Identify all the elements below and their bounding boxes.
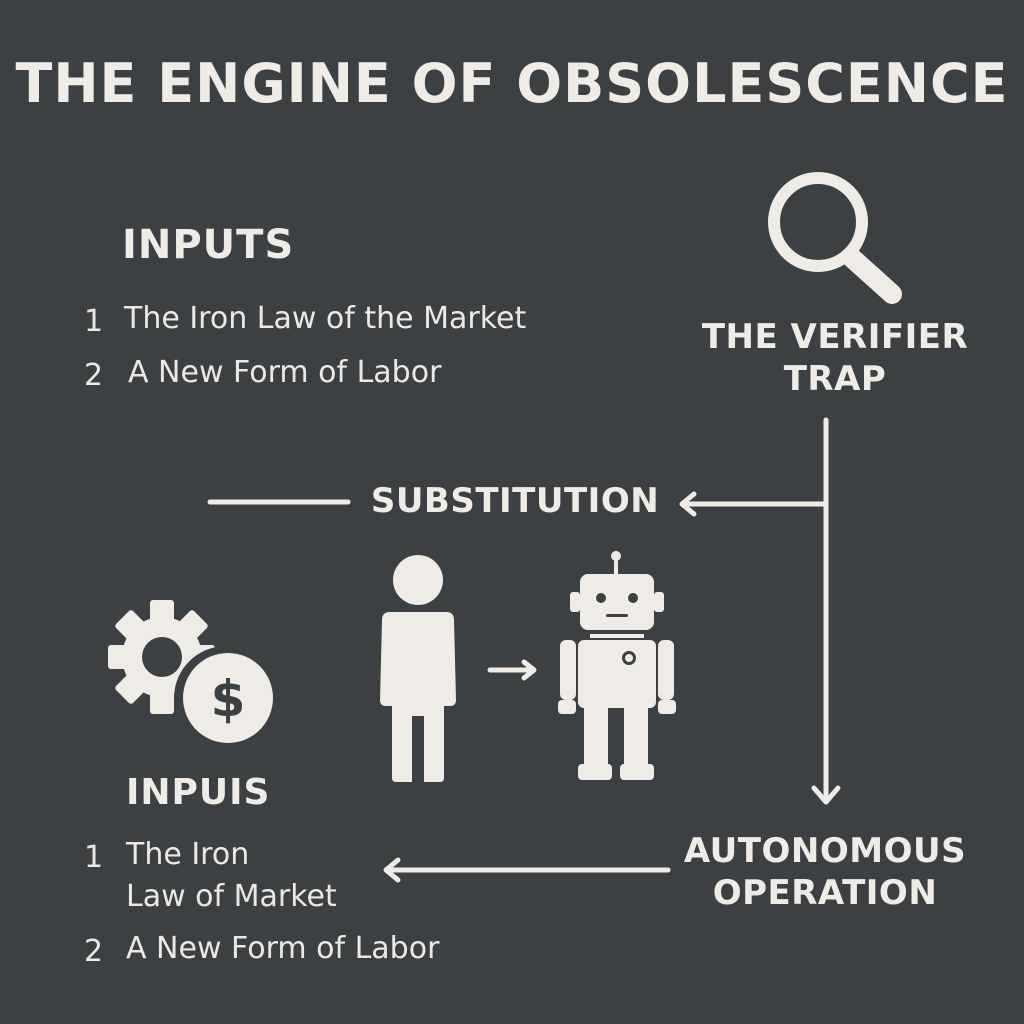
diagram-title: THE ENGINE OF OBSOLESCENCE (15, 52, 1009, 115)
person-icon (380, 555, 456, 782)
inputs-heading-bottom: INPUIS (126, 772, 271, 813)
inputs-heading-top: INPUTS (122, 222, 295, 268)
inputs-bottom-item-1-line2: Law of Market (126, 879, 337, 914)
verifier-down-arrowhead (811, 785, 841, 805)
verifier-trap-label-line2: TRAP (783, 359, 887, 399)
substitution-label: SUBSTITUTION (370, 481, 660, 521)
inputs-bottom-item-2-number: 2 (84, 934, 104, 969)
inputs-bottom-item-2-text: A New Form of Labor (126, 931, 440, 966)
person-to-robot-arrowhead (521, 659, 537, 681)
inputs-top-item-2-text: A New Form of Labor (128, 355, 442, 390)
autonomous-operation-label-line2: OPERATION (712, 873, 938, 913)
magnifying-glass-icon (768, 172, 902, 304)
robot-icon (558, 551, 676, 780)
inputs-top-item-2-number: 2 (84, 358, 104, 393)
substitution-arrowhead (679, 491, 697, 517)
inputs-top-item-1-number: 1 (84, 304, 104, 339)
inputs-bottom-item-1-line1: The Iron (126, 837, 250, 872)
inputs-bottom-item-1-number: 1 (84, 840, 104, 875)
autonomous-operation-label-line1: AUTONOMOUS (683, 831, 967, 871)
svg-text:$: $ (211, 670, 246, 728)
verifier-trap-label-line1: THE VERIFIER (701, 317, 969, 357)
autonomous-arrowhead (383, 857, 401, 883)
gear-dollar-icon: $ (108, 600, 278, 750)
inputs-top-item-1-text: The Iron Law of the Market (124, 301, 527, 336)
